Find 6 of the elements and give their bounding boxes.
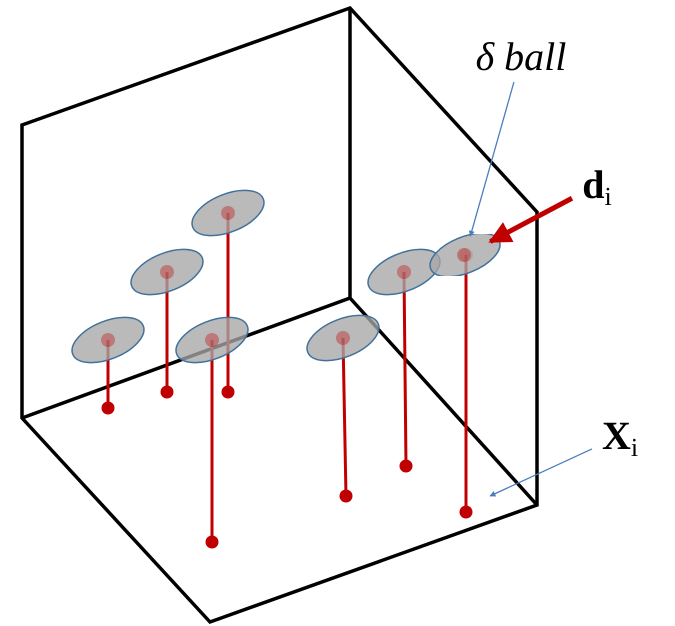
math-label: X$_{i}$	[602, 416, 638, 456]
math-label: δ ball	[476, 37, 566, 77]
leader-arrow	[489, 448, 592, 497]
pointer-arrow	[488, 196, 574, 244]
leader-arrow	[468, 82, 515, 237]
math-label: d$_{i}$	[582, 165, 612, 205]
